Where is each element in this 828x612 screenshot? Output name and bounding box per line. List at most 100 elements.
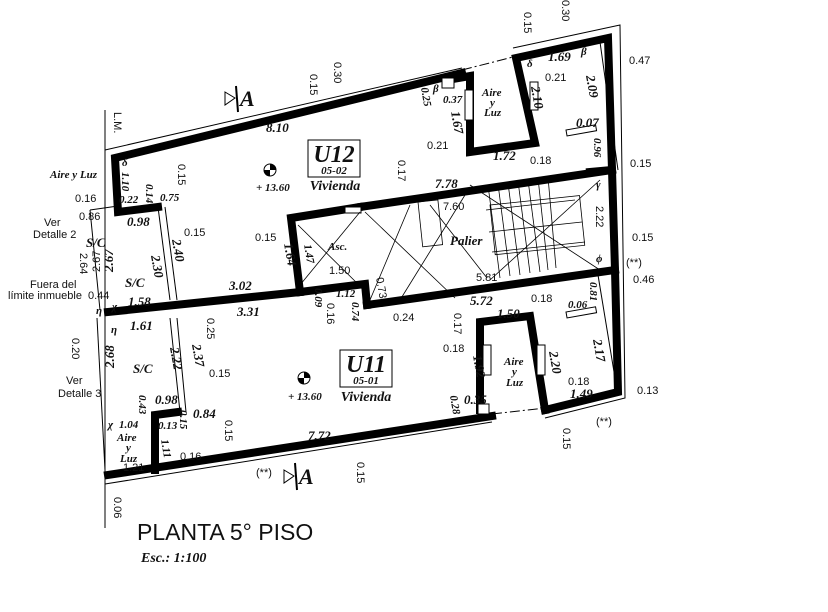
dimension-label: 0.15 [632, 232, 653, 244]
dimension-label: 0.35 [464, 392, 487, 407]
dimension-label: 0.98 [155, 392, 178, 407]
dimension-label: δ [122, 157, 128, 169]
dimension-label: 0.06 [111, 497, 123, 518]
dimension-label: 1.21 [123, 462, 144, 474]
facade-line-top [104, 67, 463, 151]
dimension-label: y [510, 366, 517, 378]
dimension-label: 0.21 [427, 140, 448, 152]
dimension-label: 1.64 [281, 242, 300, 268]
dimension-label: 0.74 [349, 302, 361, 322]
room-aire: Aire [116, 432, 137, 444]
dimension-label: 0.43 [136, 395, 148, 415]
notes: L.M. Ver Detalle 2 Fuera del límite inmu… [8, 46, 642, 479]
dimension-label: Luz [505, 377, 524, 389]
dimension-label: 0.15 [175, 164, 187, 185]
dimension-label: 3.02 [228, 278, 252, 293]
room-asc: Asc. [327, 241, 347, 253]
dimension-label: 7.60 [443, 201, 464, 213]
dimension-label: 1.92 [470, 354, 489, 380]
room-aire: Aire [481, 87, 502, 99]
dimension-label: 2.20 [546, 349, 565, 375]
dimension-label: 8.10 [266, 120, 289, 135]
room-aire: Aire [503, 356, 524, 368]
dimension-label: 1.04 [119, 419, 139, 431]
thin-walls [89, 41, 619, 475]
dimension-label: Luz [119, 453, 138, 465]
dimension-label: 0.18 [531, 293, 552, 305]
section-label: A [297, 464, 314, 489]
room-palier: Palier [450, 233, 483, 248]
dimension-label: 0.15 [354, 462, 366, 483]
dimension-label: 0.15 [184, 227, 205, 239]
dimension-label: 5.81 [476, 272, 497, 284]
facade-line-right [512, 24, 626, 419]
dimension-label: 2.17 [590, 337, 609, 363]
dimension-label: Detalle 3 [58, 388, 101, 400]
dimension-label: γ [596, 179, 601, 191]
dimension-label: 1.10 [119, 172, 131, 192]
unit-code: 05-02 [321, 165, 347, 177]
dimension-label: (**) [256, 467, 272, 479]
dimension-label: 0.13 [158, 420, 178, 432]
dimension-label: 2.22 [167, 345, 186, 371]
dimension-label: 0.20 [69, 338, 81, 359]
dimension-label: 0.15 [521, 12, 533, 33]
dimension-label: 0.16 [324, 303, 336, 324]
dimension-label: y [124, 442, 131, 454]
windows [344, 81, 546, 376]
dimension-label: χ [110, 301, 118, 313]
unit-code: 05-01 [353, 375, 379, 387]
dimension-label: 5.72 [470, 293, 493, 308]
dimension-label: 1.50 [497, 306, 520, 321]
dimension-label: 2.67 [101, 249, 116, 273]
dimension-label: Detalle 2 [33, 229, 76, 241]
dimension-label: 2.40 [169, 237, 188, 263]
dimension-label: 2.67 [91, 251, 103, 272]
dimension-label: L.M. [111, 112, 123, 133]
dimension-label: β [432, 83, 439, 95]
dimension-label: β [580, 46, 587, 58]
dimension-label: 0.15 [255, 232, 276, 244]
dimension-label: 0.96 [591, 138, 603, 158]
dimension-label: 1.47 [301, 243, 316, 265]
room-sc: S/C [133, 361, 153, 376]
dimension-label: 0.30 [331, 62, 343, 83]
unit-u11: U11 05-01 Vivienda + 13.60 [288, 349, 393, 405]
unit-id: U12 [313, 142, 354, 168]
palier-diagonals [297, 194, 488, 301]
dimension-label: 1.49 [570, 386, 593, 401]
section-marker-bottom: A [283, 462, 314, 491]
dimension-label: 2.30 [148, 253, 167, 279]
dimension-label: 0.15 [177, 410, 189, 430]
plan-scale: Esc.: 1:100 [140, 551, 206, 566]
level-value: + 13.60 [288, 391, 322, 403]
dimension-label: 2.09 [583, 73, 602, 99]
dimension-label: (**) [626, 257, 642, 269]
dimension-label: 0.47 [629, 55, 650, 67]
dimension-label: 2.22 [593, 206, 605, 227]
dimension-label: 0.06 [568, 299, 588, 311]
dimension-label: 1.61 [130, 318, 153, 333]
dimension-label: 0.13 [637, 385, 658, 397]
dimension-label: 0.17 [451, 313, 463, 334]
dimension-label: 0.15 [560, 428, 572, 449]
dimension-label: 0.15 [222, 420, 234, 441]
dimension-label: Fuera del [30, 279, 76, 291]
dimension-label: 0.81 [587, 282, 599, 301]
unit-u12: U12 05-02 Vivienda + 13.60 [256, 139, 361, 194]
dimension-label: límite inmueble [8, 290, 82, 302]
unit-use: Vivienda [310, 179, 361, 194]
dimension-label: 0.22 [119, 194, 139, 206]
duct-icon [477, 403, 490, 415]
dimension-label: 0.25 [204, 318, 216, 339]
dimension-label: 0.16 [180, 451, 201, 463]
dimension-label: 0.44 [88, 290, 109, 302]
dimension-label: Luz [483, 107, 502, 119]
dimension-label: 1.12 [336, 288, 356, 300]
dimension-label: 1.67 [448, 110, 467, 136]
dimension-label: 1.11 [158, 438, 173, 458]
opening-line-bottom [491, 407, 546, 415]
dimension-label: 1.72 [493, 148, 516, 163]
section-marker-top: A [224, 85, 255, 113]
room-sc: S/C [86, 235, 106, 250]
